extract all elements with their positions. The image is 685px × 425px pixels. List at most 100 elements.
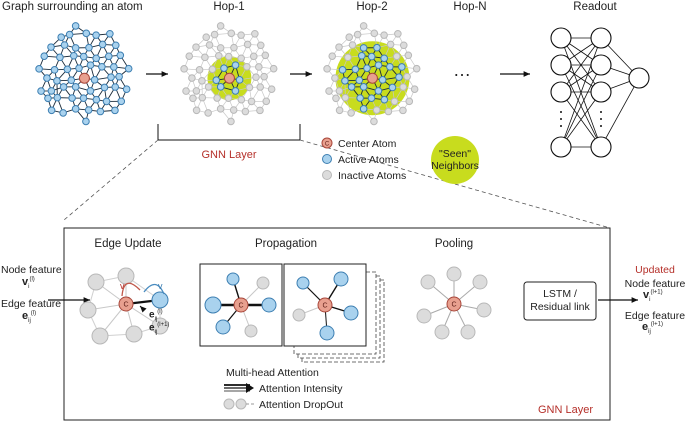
input-edge-symbol: eij(l) <box>22 310 37 325</box>
propagation-head2-atom <box>333 271 349 287</box>
graph-full-active-atom <box>98 40 107 49</box>
hop1-inactive-atom <box>224 52 233 61</box>
hop2-inactive-atom <box>335 106 344 115</box>
edge-update-title: Edge Update <box>94 238 162 250</box>
hop2-inactive-atom <box>347 109 355 117</box>
mha-title: Multi-head Attention <box>226 367 319 379</box>
readout-neuron-1 <box>590 136 612 158</box>
gnn-layer-box <box>63 227 611 421</box>
gnn-layer-label-bottom: GNN Layer <box>538 404 594 416</box>
readout-neuron-0 <box>550 27 572 49</box>
hop2-inactive-atom <box>359 22 368 30</box>
graph-full-active-atom <box>59 109 67 117</box>
hop1-active-atom <box>216 83 225 91</box>
arrow-hop1-to-hop2-head <box>305 71 312 77</box>
propagation-head1-center <box>233 297 249 313</box>
output-edge-symbol: eij(l+1) <box>642 321 663 336</box>
hop1-center-atom <box>223 72 235 84</box>
input-arrow-head <box>83 297 90 303</box>
readout-connection <box>600 77 640 148</box>
hop2-active-atom <box>386 62 394 71</box>
hop1-inactive-atom <box>237 31 245 39</box>
hop1-inactive-atom <box>261 51 270 60</box>
hop2-inactive-atom <box>332 94 340 103</box>
edge-update-neighbor <box>151 291 169 309</box>
edge-update-arc-red <box>121 282 141 297</box>
graph-full-active-atom <box>47 87 56 95</box>
propagation-title: Propagation <box>254 238 318 250</box>
graph-full-active-atom <box>86 61 95 69</box>
readout-ellipsis-dot <box>560 111 562 113</box>
attention-intensity-head <box>246 383 254 393</box>
edge-update-inactive-atom <box>151 317 169 335</box>
pooling-atom <box>472 274 488 290</box>
hop2-inactive-atom <box>404 51 413 60</box>
edge-update-eij-next: eij(l+1) <box>149 322 170 336</box>
hop2-active-atom <box>363 64 371 73</box>
hop1-inactive-atom <box>189 94 197 103</box>
hop2-active-atom <box>380 54 388 63</box>
hop2-active-atom <box>338 66 347 74</box>
propagation-head2-center <box>317 297 333 313</box>
hop2-active-atom <box>356 94 364 102</box>
hop2-inactive-atom <box>335 87 344 95</box>
readout-neuron-0 <box>550 54 572 76</box>
hop1-inactive-atom <box>216 105 225 113</box>
hop2-inactive-atom <box>412 64 421 73</box>
readout-ellipsis-dot <box>560 125 562 127</box>
hop1-inactive-atom <box>195 66 204 74</box>
graph-full-active-atom <box>92 95 101 104</box>
legend-center-letter: C <box>325 142 330 148</box>
graph-full-active-atom <box>107 73 115 81</box>
output-edge-feature: Edge feature <box>624 310 685 322</box>
graph-full-active-atom <box>104 52 113 61</box>
arrow-hopn-to-readout-head <box>523 71 530 77</box>
readout-neuron-1 <box>590 81 612 103</box>
hop1-inactive-atom <box>202 33 210 42</box>
graph-full-active-atom <box>53 93 62 102</box>
readout-neuron-1 <box>590 54 612 76</box>
hop2-active-atom <box>388 83 397 92</box>
edge-update-arc-blue <box>143 283 165 295</box>
hop2-inactive-atom <box>394 29 402 38</box>
graph-full-active-atom <box>57 33 65 42</box>
propagation-head1-center-letter: C <box>238 303 243 310</box>
graph-full-active-atom <box>82 117 90 126</box>
hop2-inactive-atom <box>370 29 379 38</box>
hop1-inactive-atom <box>224 94 233 102</box>
graph-full-active-atom <box>96 107 105 116</box>
title-graph-surrounding: Graph surrounding an atom <box>2 1 143 13</box>
graph-full-active-atom <box>67 76 76 85</box>
hop1-active-atom <box>235 76 244 84</box>
edge-update-eij-pointer-head <box>140 306 147 313</box>
hop1-inactive-atom <box>180 65 188 73</box>
hop1-inactive-atom <box>227 29 236 38</box>
readout-ellipsis-dot <box>600 125 602 127</box>
output-node-feature: Node feature <box>624 278 685 290</box>
propagation-head1-inactive-atom <box>244 324 258 338</box>
propagation-head2-atom <box>296 276 310 290</box>
hop1-inactive-atom <box>216 44 225 52</box>
hop2-inactive-atom <box>323 65 331 73</box>
graph-full-active-atom <box>124 64 133 73</box>
hop2-inactive-atom <box>335 43 343 51</box>
hop2-inactive-atom <box>399 83 408 91</box>
propagation-head2-atom <box>319 325 335 341</box>
hop1-inactive-atom <box>188 74 196 82</box>
edge-update-inactive-atom <box>87 273 105 291</box>
graph-full-active-atom <box>56 53 64 62</box>
edge-update-v-left: v <box>120 281 125 291</box>
hop1-inactive-atom <box>192 87 201 95</box>
propagation-head1-atom <box>215 319 231 335</box>
hop2-active-atom <box>373 43 381 52</box>
hop1-inactive-atom <box>267 85 276 93</box>
attention-dropout-atom <box>235 398 247 410</box>
hop2-active-atom <box>380 95 389 104</box>
hop2-inactive-atom <box>380 31 388 39</box>
hop1-active-atom <box>231 87 240 95</box>
hop1-inactive-atom <box>260 72 268 81</box>
graph-full-active-atom <box>79 94 88 102</box>
propagation-head1-atom <box>261 297 277 313</box>
propagation-head2-inactive-atom <box>292 308 306 322</box>
